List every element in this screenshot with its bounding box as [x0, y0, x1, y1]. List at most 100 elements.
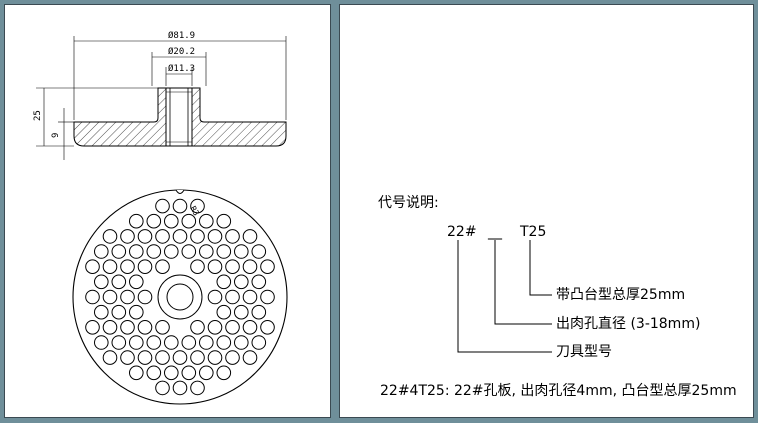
- perforation-hole: [181, 213, 197, 229]
- perforation-hole: [242, 320, 258, 335]
- perforation-hole: [94, 244, 109, 259]
- perforation-hole: [137, 259, 153, 275]
- perforation-hole: [120, 229, 135, 244]
- perforation-hole: [120, 289, 135, 305]
- front-view: [72, 189, 288, 405]
- perforation-hole: [207, 350, 223, 365]
- perforation-hole: [190, 350, 205, 365]
- perforation-hole: [172, 350, 188, 365]
- perforation-hole: [207, 289, 223, 305]
- perforation-hole: [225, 320, 240, 335]
- perforation-hole: [102, 289, 118, 305]
- perforation-hole: [129, 274, 144, 290]
- perforation-hole: [216, 274, 232, 290]
- dim-hole-label: Ø11.3: [168, 63, 195, 74]
- perforation-hole: [234, 304, 249, 320]
- perforation-hole: [129, 335, 144, 350]
- perforation-hole: [164, 365, 179, 381]
- perforation-hole: [85, 259, 100, 275]
- perforation-hole: [225, 350, 240, 365]
- perforation-hole: [242, 289, 258, 305]
- perforation-hole: [172, 229, 188, 244]
- perforation-hole: [85, 320, 100, 335]
- perforation-hole: [242, 350, 258, 365]
- perforation-hole: [137, 320, 153, 335]
- perforation-hole: [190, 198, 205, 214]
- perforation-hole: [137, 289, 153, 305]
- perforation-hole: [225, 259, 240, 275]
- perforation-hole: [207, 320, 223, 335]
- perforation-hole: [260, 259, 275, 275]
- perforation-hole: [111, 274, 127, 290]
- legend-leader-lines: [457, 240, 552, 353]
- perforation-hole: [225, 229, 240, 244]
- perforation-hole: [216, 335, 232, 350]
- perforation-hole: [190, 380, 205, 396]
- perforation-hole: [216, 213, 232, 229]
- perforation-hole: [155, 320, 170, 335]
- perforation-hole: [155, 198, 170, 214]
- perforation-hole: [251, 335, 267, 350]
- perforation-hole: [137, 229, 153, 244]
- cross-section-view: [36, 36, 287, 160]
- dim-outer-label: Ø81.9: [168, 30, 195, 41]
- perforation-hole: [111, 335, 127, 350]
- perforation-hole: [251, 244, 267, 259]
- perforation-hole: [234, 274, 249, 290]
- perforation-hole: [94, 335, 109, 350]
- perforation-hole: [172, 380, 188, 396]
- dim-plate-thickness-label: 9: [51, 133, 61, 138]
- perforation-hole: [111, 304, 127, 320]
- perforation-hole: [129, 213, 144, 229]
- perforation-hole: [199, 365, 214, 381]
- code-model: 22#: [447, 224, 477, 240]
- perforation-hole: [94, 274, 109, 290]
- perforation-hole: [260, 320, 275, 335]
- perforation-hole: [102, 320, 118, 335]
- legend-panel: [339, 4, 754, 418]
- perforation-hole: [234, 244, 249, 259]
- perforation-hole: [155, 229, 170, 244]
- perforation-hole: [225, 289, 240, 305]
- perforation-hole: [120, 259, 135, 275]
- perforation-hole: [111, 244, 127, 259]
- perforation-hole: [164, 213, 179, 229]
- perforation-hole: [199, 335, 214, 350]
- dim-notch-label: R3: [188, 205, 201, 218]
- perforation-hole: [242, 229, 258, 244]
- perforation-hole: [190, 320, 205, 335]
- perforation-hole: [129, 304, 144, 320]
- perforation-hole: [146, 244, 162, 259]
- perforation-hole: [207, 259, 223, 275]
- perforation-hole: [207, 229, 223, 244]
- perforation-hole: [155, 380, 170, 396]
- perforation-hole: [146, 213, 162, 229]
- perforation-hole: [164, 335, 179, 350]
- perforation-hole: [129, 244, 144, 259]
- perforation-hole: [120, 350, 135, 365]
- desc-model: 刀具型号: [556, 344, 612, 360]
- perforation-hole: [102, 350, 118, 365]
- perforation-hole: [199, 244, 214, 259]
- perforation-hole: [216, 244, 232, 259]
- perforation-hole: [190, 229, 205, 244]
- perforation-hole: [155, 350, 170, 365]
- perforation-hole: [190, 259, 205, 275]
- perforation-hole: [102, 259, 118, 275]
- perforation-hole: [216, 365, 232, 381]
- perforation-hole: [216, 304, 232, 320]
- perforation-hole: [181, 335, 197, 350]
- perforation-hole: [146, 335, 162, 350]
- perforation-hole: [199, 213, 214, 229]
- perforation-hole: [260, 289, 275, 305]
- perforation-hole: [234, 335, 249, 350]
- perforation-hole: [129, 365, 144, 381]
- perforation-hole: [251, 304, 267, 320]
- dim-total-height-label: 25: [33, 110, 43, 121]
- perforation-hole: [181, 244, 197, 259]
- desc-hole: 出肉孔直径 (3-18mm): [556, 316, 701, 332]
- perforation-hole: [85, 289, 100, 305]
- perforation-hole: [172, 198, 188, 214]
- perforation-hole: [102, 229, 118, 244]
